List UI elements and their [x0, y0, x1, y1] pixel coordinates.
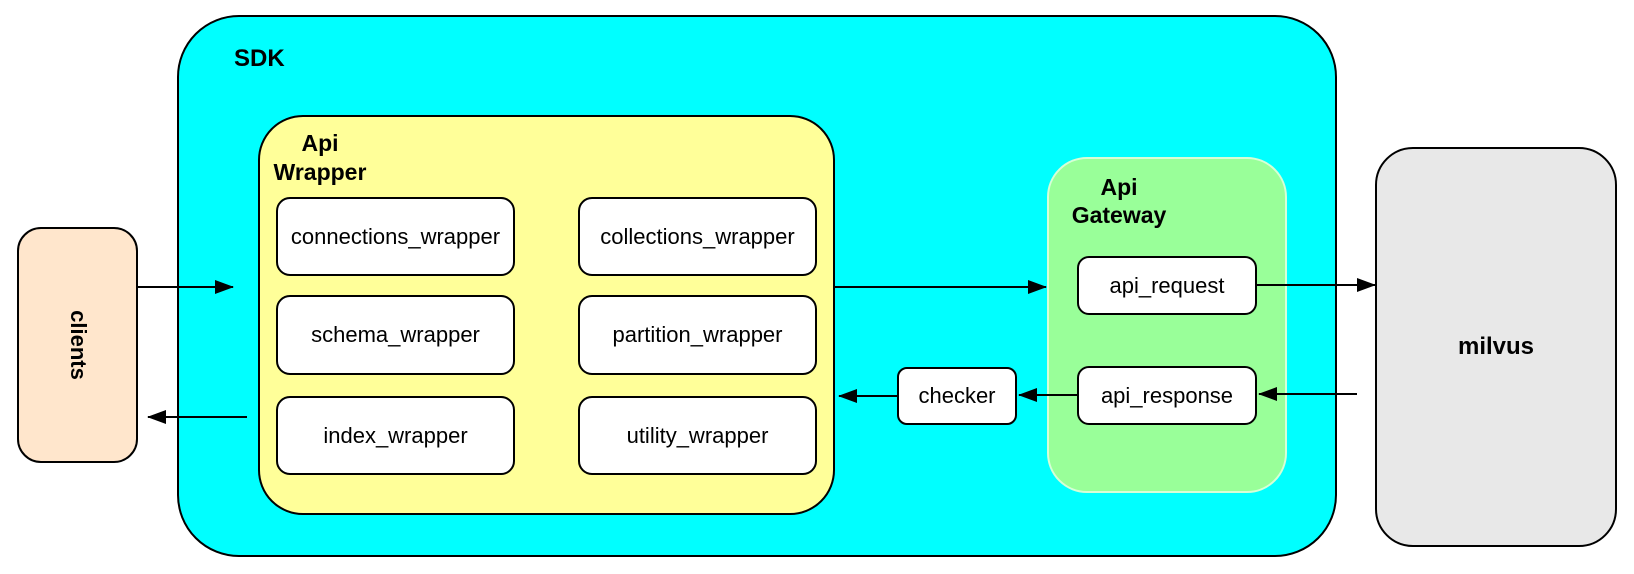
module-label: collections_wrapper: [600, 223, 795, 249]
module-connections-wrapper: connections_wrapper: [276, 197, 515, 276]
module-partition-wrapper: partition_wrapper: [578, 295, 817, 375]
api-wrapper-label: Api Wrapper: [264, 129, 376, 187]
sdk-label: SDK: [234, 45, 285, 72]
api-response-label: api_response: [1100, 382, 1234, 408]
clients-label: clients: [65, 310, 91, 380]
api-wrapper-label-line1: Api: [301, 130, 339, 156]
api-gateway-label-line2: Gateway: [1071, 202, 1167, 228]
milvus-box: milvus: [1375, 147, 1617, 547]
milvus-label: milvus: [1457, 333, 1535, 360]
module-label: schema_wrapper: [311, 322, 480, 347]
module-label: partition_wrapper: [612, 322, 783, 347]
module-schema-wrapper: schema_wrapper: [276, 295, 515, 375]
module-label: connections_wrapper: [290, 223, 501, 249]
module-label: utility_wrapper: [626, 422, 769, 448]
api-request-label: api_request: [1109, 272, 1225, 298]
api-wrapper-label-line2: Wrapper: [273, 159, 367, 185]
module-collections-wrapper: collections_wrapper: [578, 197, 817, 276]
module-utility-wrapper: utility_wrapper: [578, 396, 817, 475]
api-gateway-label-line1: Api: [1100, 174, 1138, 200]
module-label: index_wrapper: [323, 422, 468, 448]
api-gateway-label: Api Gateway: [1069, 173, 1169, 229]
checker-box: checker: [897, 367, 1017, 425]
api-gateway-container: Api Gateway: [1047, 157, 1287, 493]
checker-label: checker: [918, 383, 996, 408]
module-index-wrapper: index_wrapper: [276, 396, 515, 475]
api-response-box: api_response: [1077, 366, 1257, 425]
clients-box: clients: [17, 227, 138, 463]
api-request-box: api_request: [1077, 256, 1257, 315]
